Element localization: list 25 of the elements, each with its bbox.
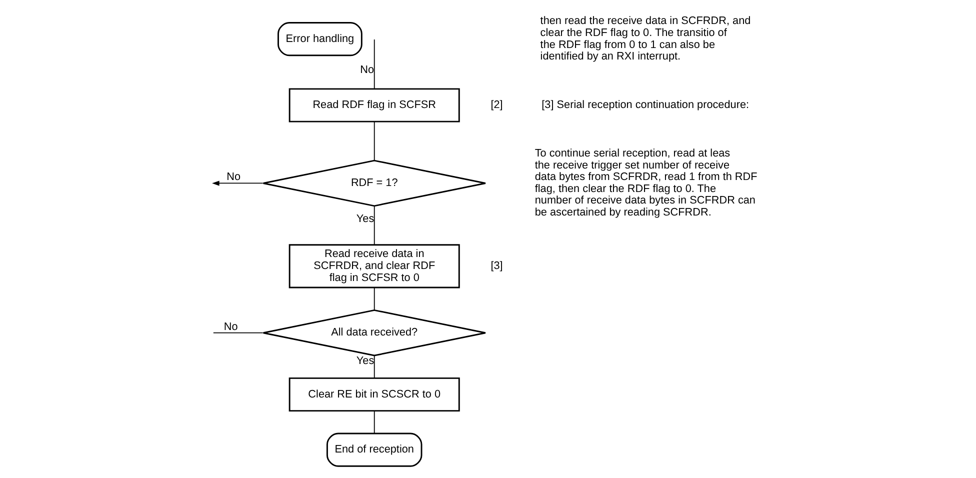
connector (374, 121, 375, 161)
node-diamond: RDF = 1? (262, 160, 486, 207)
node-box: Read receive data in SCFRDR, and clear RDF flag in SCFSR to 0 (288, 244, 460, 288)
node-box: Read RDF flag in SCFSR (288, 88, 460, 122)
node-label: [3] (490, 260, 503, 272)
connector (374, 410, 375, 434)
arrow (212, 180, 264, 186)
edge-label: Yes (356, 354, 374, 367)
connector (374, 205, 375, 246)
node-box: End of reception (326, 432, 422, 467)
edge-label: Yes (356, 213, 374, 226)
edge-label: No (360, 64, 374, 76)
node-box: Error handling (278, 22, 362, 56)
node-diamond: All data received? (262, 309, 486, 356)
connector (212, 332, 264, 334)
label: then read the receive data in SCFRDR, and clear the RDF flag to 0. The transitio of the RDF flag from 0 to 1 can also be identified by an RXI interrupt. (540, 15, 751, 63)
connector (374, 39, 375, 90)
label: To continue serial reception, read at leas the receive trigger set number of receive data bytes from SCFRDR, read 1 from th RDF flag, then clear the RDF flag to 0. The number of receive data bytes in SCFRDR can be ascertained by reading SCFRDR. (534, 148, 758, 219)
edge-label: No (226, 171, 241, 184)
label: [3] Serial reception continuation procedure: (542, 99, 750, 112)
edge-label: No (224, 320, 238, 333)
node-box: Clear RE bit in SCSCR to 0 (288, 377, 460, 412)
connector (374, 355, 375, 379)
node-label: [2] (490, 99, 503, 112)
connector (374, 287, 375, 310)
